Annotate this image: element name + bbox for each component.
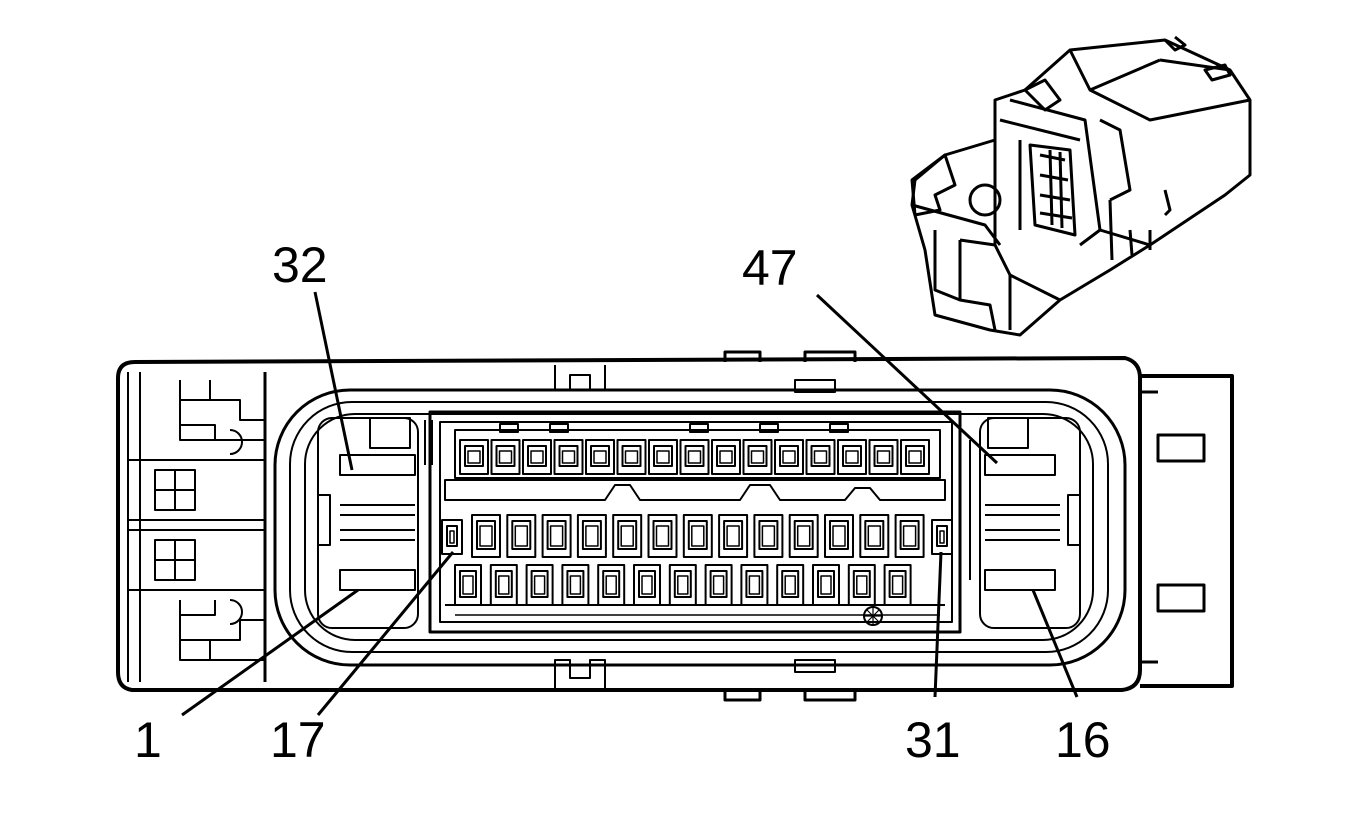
pin-cell — [648, 439, 678, 475]
pin-cell — [459, 439, 489, 475]
middle-pin-row — [441, 514, 953, 558]
leader-lines — [181, 291, 1079, 717]
pin-cell — [740, 564, 769, 606]
pin-cell — [805, 439, 836, 475]
pin-cell — [788, 514, 819, 558]
pin-cell — [441, 519, 463, 555]
pin-cell — [883, 564, 912, 606]
pin-cell — [753, 514, 784, 558]
pin-cell — [616, 439, 647, 475]
pin-cell — [742, 439, 773, 475]
pin-cell — [668, 564, 697, 606]
latch-tab — [689, 423, 709, 433]
pin-cell — [682, 514, 713, 558]
pin-cell — [541, 514, 572, 558]
connector-face — [116, 350, 1234, 702]
pin-cell — [633, 564, 661, 606]
latch-tab — [499, 423, 519, 433]
latch-tab — [829, 423, 849, 433]
pin-cell — [894, 514, 925, 558]
pin-cell — [812, 564, 840, 606]
pin-cell — [711, 439, 741, 475]
pin-label-1: 1 — [134, 712, 162, 768]
pin-cell — [471, 514, 501, 558]
pin-cell — [522, 439, 552, 475]
pin-cell — [837, 439, 867, 475]
pin-cell — [525, 564, 554, 606]
pin-cell — [704, 564, 733, 606]
pin-label-16: 16 — [1055, 712, 1111, 768]
connector-3d-view — [910, 35, 1252, 337]
pin-cell — [847, 564, 876, 606]
pin-cell — [931, 519, 953, 555]
pin-cell — [561, 564, 590, 606]
bottom-pin-row — [454, 564, 912, 606]
pin-cell — [776, 564, 805, 606]
pin-cell — [647, 514, 678, 558]
pin-cell — [774, 439, 804, 475]
pin-cell — [824, 514, 854, 558]
pin-cell — [506, 514, 537, 558]
latch-tab — [549, 423, 569, 433]
pin-cell — [553, 439, 584, 475]
pin-label-17: 17 — [270, 712, 326, 768]
latch-tab — [759, 423, 779, 433]
pin-cell — [454, 564, 482, 606]
pin-cell — [585, 439, 615, 475]
pin-cell — [597, 564, 626, 606]
pin-cell — [900, 439, 930, 475]
pin-cell — [679, 439, 710, 475]
pin-cell — [489, 564, 518, 606]
pin-cell — [490, 439, 521, 475]
pin-cell — [859, 514, 890, 558]
pin-label-31: 31 — [905, 712, 961, 768]
pin-label-47: 47 — [742, 240, 798, 296]
pin-cell — [718, 514, 749, 558]
pin-label-32: 32 — [272, 237, 328, 293]
top-pin-row — [459, 439, 930, 475]
pin-cell — [868, 439, 899, 475]
pin-cell — [576, 514, 607, 558]
pin-cell — [612, 514, 643, 558]
